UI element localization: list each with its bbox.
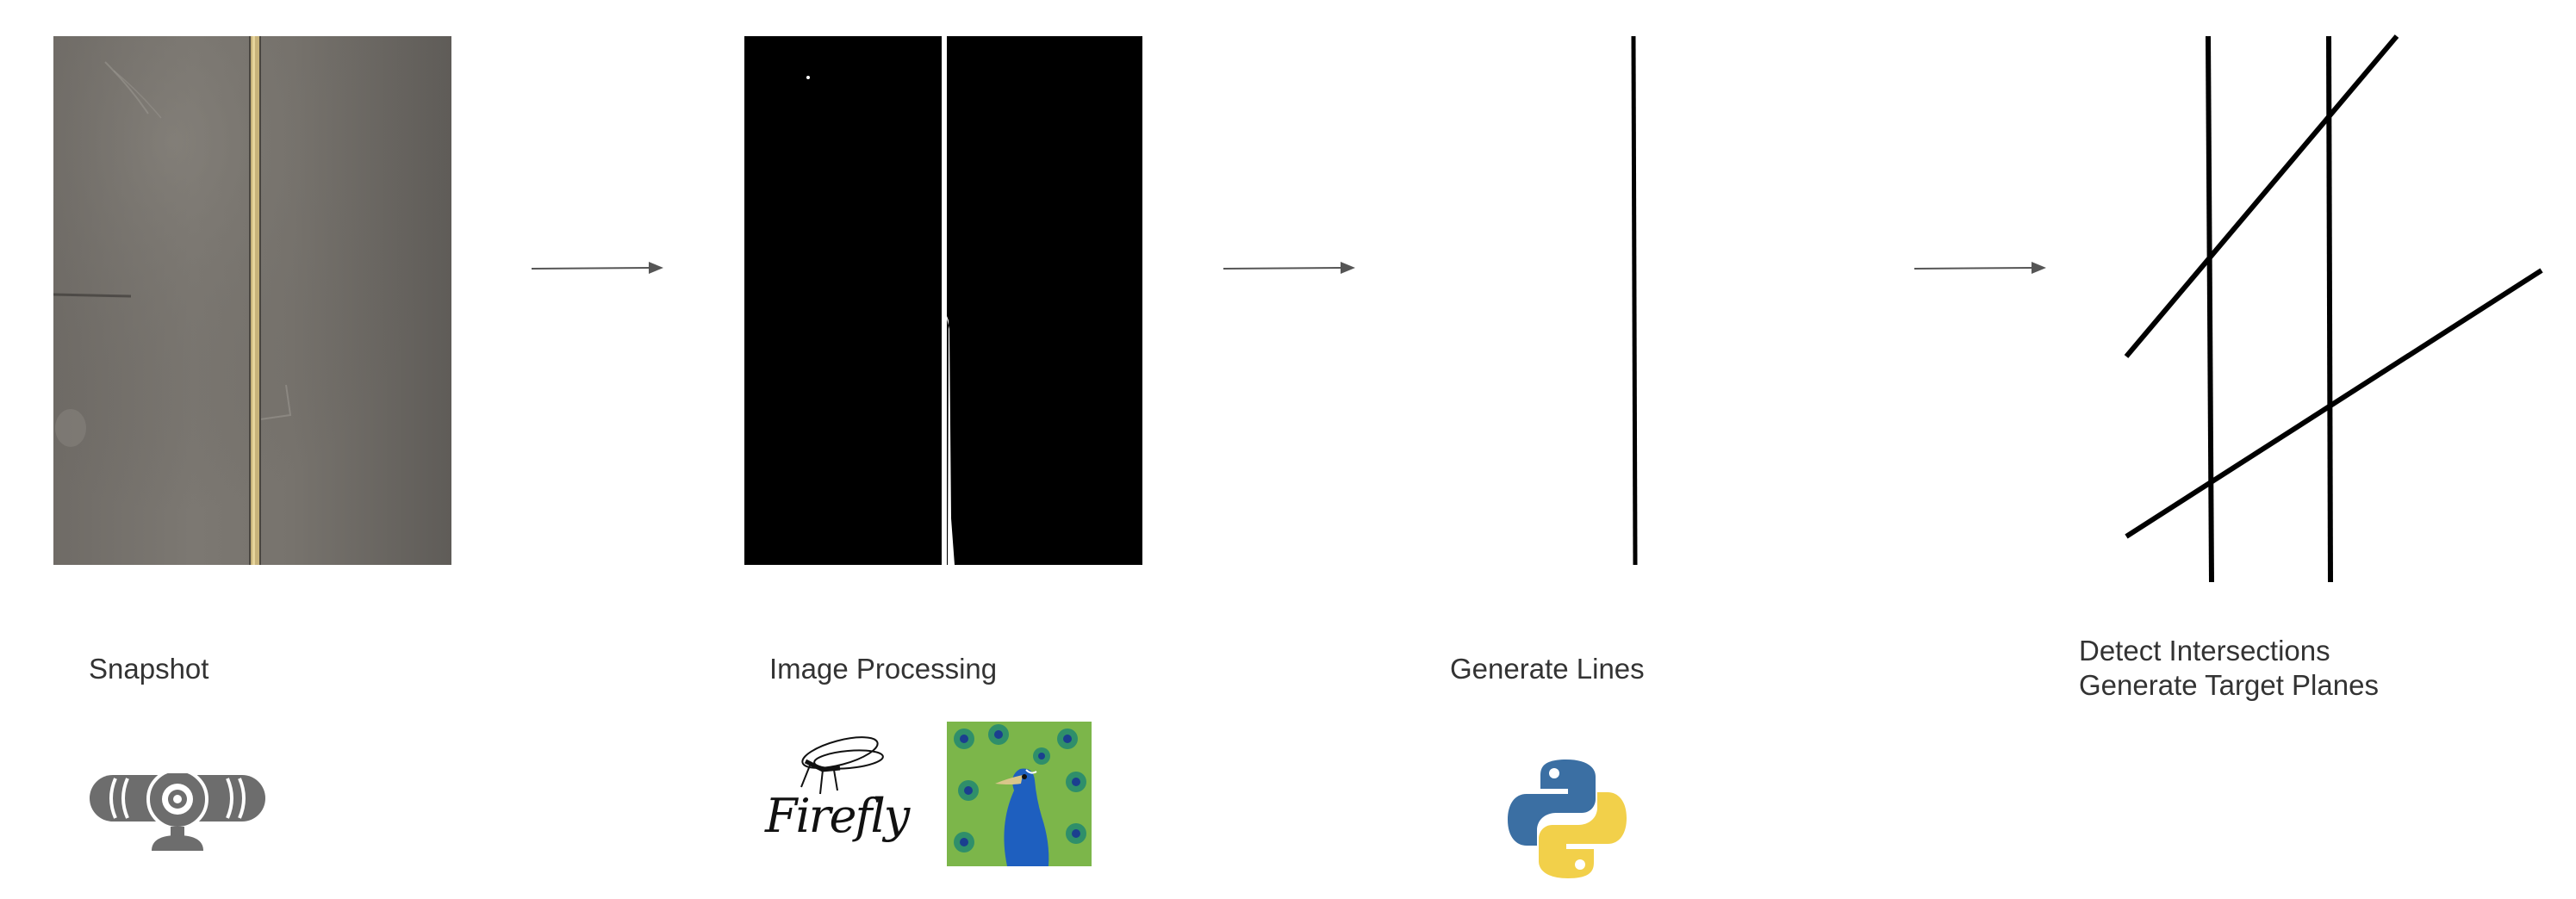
firefly-logo-text: Firefly [765,789,910,843]
step-label-image-processing: Image Processing [769,653,998,685]
generated-line-graphic [1631,35,1638,566]
processed-mask-graphic [806,36,955,565]
webcam-icon [90,773,265,851]
flow-arrow-3 [1913,262,2046,274]
processed-mask-image [744,36,1142,565]
peacock-image-icon [947,722,1092,866]
flow-arrow-1 [531,262,663,274]
snapshot-photo-graphic [53,36,451,565]
snapshot-photo [53,36,451,565]
flow-arrow-2 [1223,262,1355,274]
firefly-insect-graphic [800,736,884,795]
intersections-graphic [2124,34,2543,583]
step-label-generate-lines: Generate Lines [1450,653,1645,685]
step-label-detect-intersections: Detect Intersections [2079,635,2330,666]
firefly-logo-icon: Firefly [758,727,910,856]
step-label-generate-target-planes: Generate Target Planes [2079,669,2379,701]
python-logo-icon [1508,760,1627,878]
step-label-snapshot: Snapshot [89,653,209,685]
